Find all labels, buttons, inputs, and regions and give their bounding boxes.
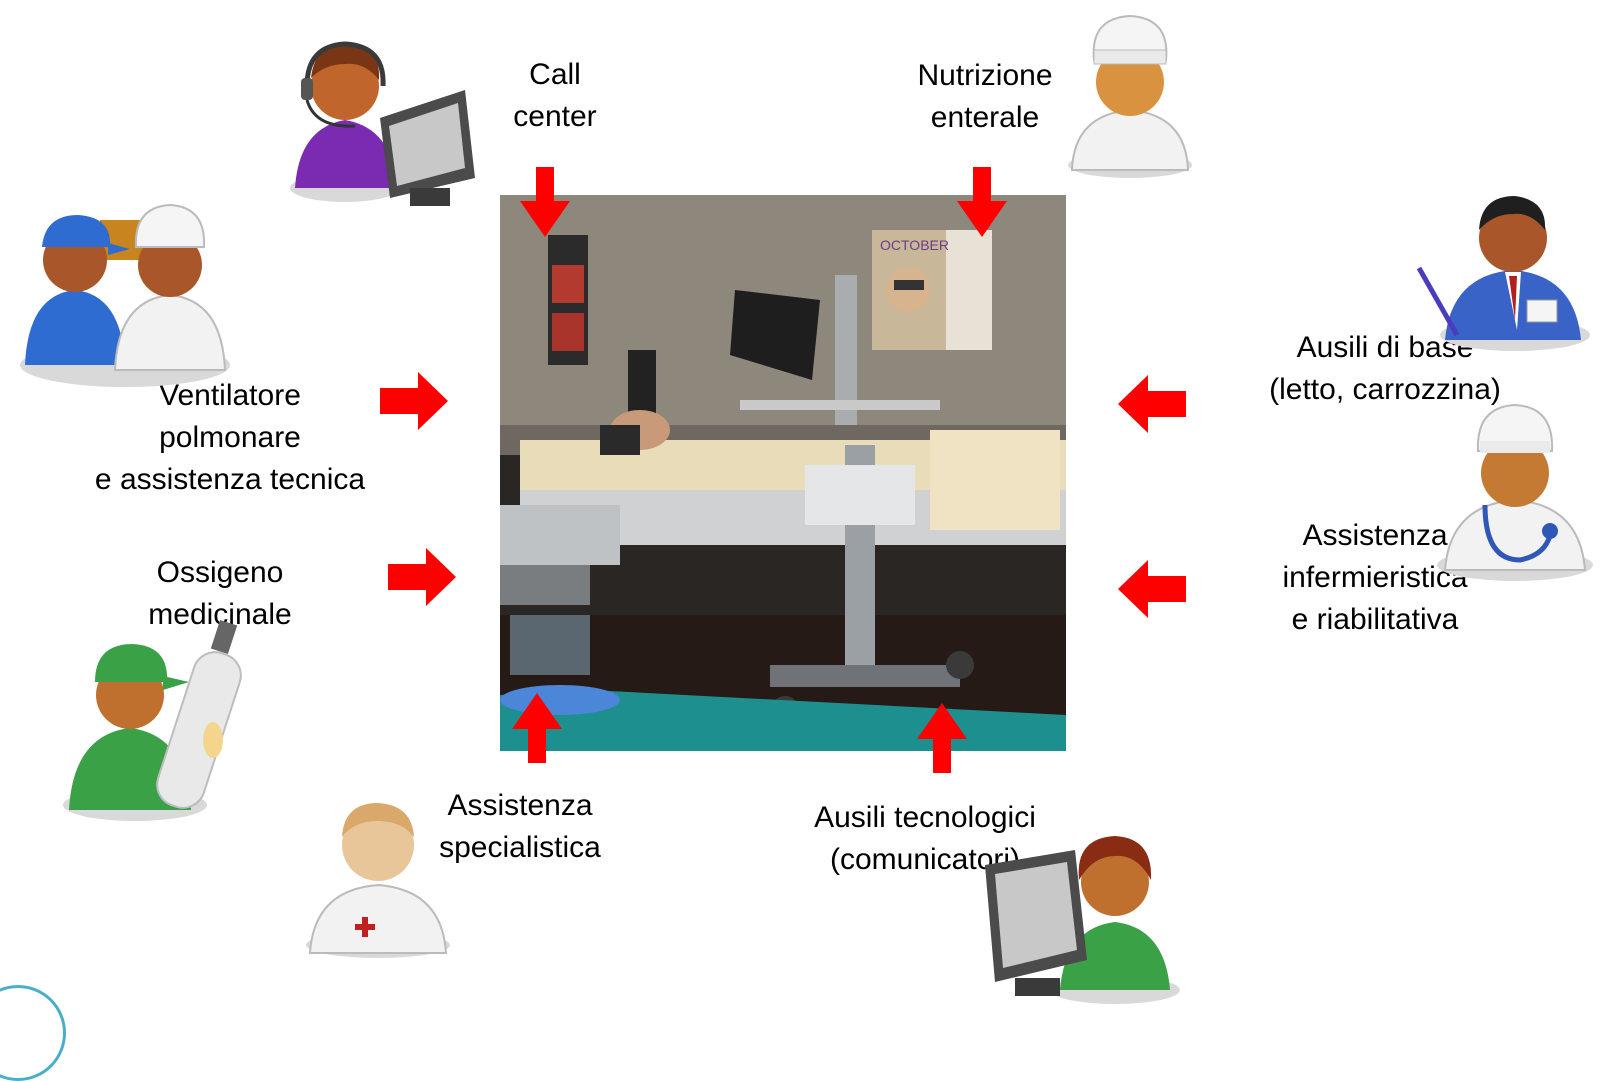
arrow-left-ausili-base: [1118, 375, 1186, 433]
arrow-up-ausili-tec: [917, 703, 967, 773]
arrow-right-ossigeno: [388, 548, 456, 606]
arrow-right-ventilatore: [380, 372, 448, 430]
corner-decoration-ring: [0, 985, 66, 1081]
technicians-icon: [20, 203, 230, 387]
arrow-down-nutrizione: [957, 167, 1007, 237]
poster-text: OCTOBER: [880, 237, 949, 253]
arrow-up-assistenza-spec: [512, 693, 562, 763]
arrow-left-assistenza-inf: [1118, 560, 1186, 618]
businessman-icon: [1416, 196, 1590, 351]
computer-operator-icon: [985, 836, 1180, 1004]
chef-icon: [1068, 14, 1192, 178]
arrow-down-call-center: [520, 167, 570, 237]
oxygen-worker-icon: [63, 619, 242, 821]
patient-room-photo: OCTOBER: [500, 195, 1066, 751]
call-center-operator-icon: [290, 41, 475, 206]
nurse-icon: [1437, 403, 1593, 581]
doctor-icon: [306, 803, 450, 958]
